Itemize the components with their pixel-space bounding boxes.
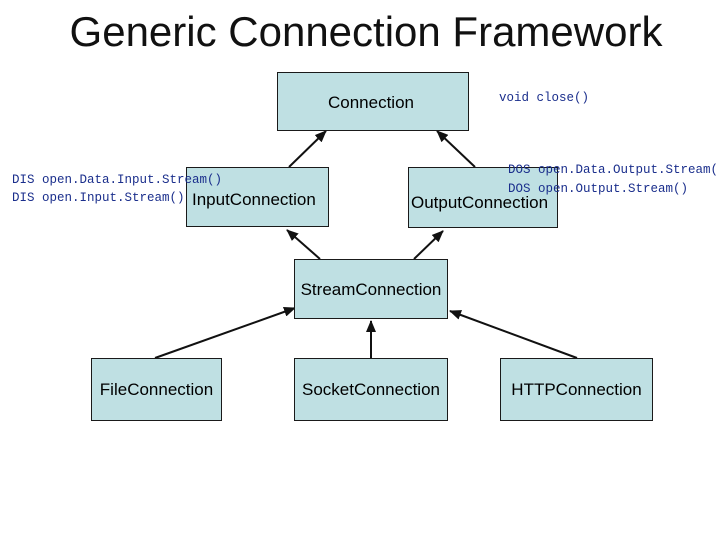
input-method-open-data-input-stream: DIS open.Data.Input.Stream()	[12, 173, 223, 187]
connection-method-close: void close()	[499, 91, 590, 105]
http-connection-label: HTTPConnection	[511, 379, 642, 399]
inheritance-arrows	[154, 130, 578, 359]
output-method-open-data-output-stream: DOS open.Data.Output.Stream(	[508, 163, 719, 177]
output-method-open-output-stream: DOS open.Output.Stream()	[508, 182, 689, 196]
arrow-http-connection-to-stream-connection	[449, 310, 578, 359]
socket-connection-label: SocketConnection	[302, 379, 440, 399]
arrow-file-connection-to-stream-connection	[154, 306, 296, 359]
arrow-input-connection-to-connection	[288, 130, 327, 168]
connection-label: Connection	[327, 92, 414, 112]
input-connection-node: InputConnection	[186, 167, 329, 227]
output-connection-label: OutputConnection	[411, 193, 549, 212]
arrow-output-connection-to-connection	[436, 130, 476, 168]
connection-node: Connection	[277, 72, 469, 131]
input-method-open-input-stream: DIS open.Input.Stream()	[12, 191, 185, 205]
arrow-stream-connection-to-output-connection	[413, 230, 444, 260]
file-connection-node: FileConnection	[91, 358, 222, 421]
output-connection-node: OutputConnection	[408, 167, 558, 228]
http-connection-node: HTTPConnection	[500, 358, 653, 421]
arrow-stream-connection-to-input-connection	[286, 229, 321, 260]
socket-connection-node: SocketConnection	[294, 358, 448, 421]
file-connection-label: FileConnection	[99, 379, 214, 399]
stream-connection-label: StreamConnection	[300, 280, 442, 299]
input-connection-label: InputConnection	[192, 190, 316, 209]
slide-title: Generic Connection Framework	[69, 8, 663, 55]
stream-connection-node: StreamConnection	[294, 259, 448, 319]
